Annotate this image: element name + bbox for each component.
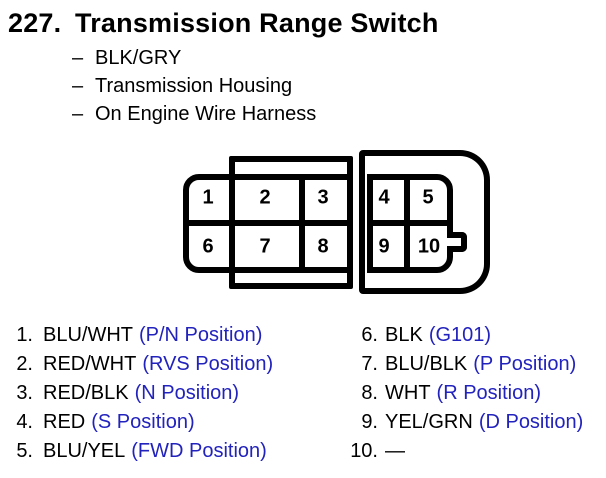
- wire-color: BLU/YEL: [43, 440, 126, 462]
- wire-color: WHT: [385, 382, 431, 404]
- pin-cell-4: 4: [378, 186, 390, 209]
- page-title: Transmission Range Switch: [75, 8, 439, 38]
- connector-notes: – BLK/GRY – Transmission Housing – On En…: [72, 44, 316, 128]
- pin-legend-right: 6. BLK (G101) 7. BLU/BLK (P Position) 8.…: [343, 321, 583, 466]
- pin-entry: 6. BLK (G101): [343, 321, 583, 350]
- pin-number: 3.: [16, 382, 33, 404]
- note-row: – On Engine Wire Harness: [72, 100, 316, 128]
- pin-number: 9.: [361, 411, 378, 433]
- pin-number: 7.: [361, 353, 378, 375]
- pin-position: (D Position): [478, 411, 584, 433]
- note-row: – BLK/GRY: [72, 44, 316, 72]
- wire-color: —: [385, 440, 405, 462]
- pin-cell-6: 6: [202, 235, 214, 258]
- pin-legend-left: 1. BLU/WHT (P/N Position) 2. RED/WHT (RV…: [15, 321, 273, 466]
- pin-cell-7: 7: [259, 235, 271, 258]
- wire-color: BLU/BLK: [385, 353, 468, 375]
- pin-number: 1.: [16, 324, 33, 346]
- note-text: Transmission Housing: [95, 75, 293, 97]
- pin-position: (FWD Position): [131, 440, 267, 462]
- connector-lock-tab: [447, 232, 467, 252]
- note-text: BLK/GRY: [95, 47, 182, 69]
- pin-position: (P/N Position): [139, 324, 263, 346]
- pin-entry: 2. RED/WHT (RVS Position): [15, 350, 273, 379]
- figure-number: 227.: [8, 8, 62, 38]
- pin-position: (R Position): [436, 382, 542, 404]
- pin-cell-1: 1: [202, 186, 214, 209]
- pin-entry: 9. YEL/GRN (D Position): [343, 408, 583, 437]
- pin-entry: 3. RED/BLK (N Position): [15, 379, 273, 408]
- wire-color: YEL/GRN: [385, 411, 473, 433]
- pin-cell-3: 3: [317, 186, 329, 209]
- pin-number: 8.: [361, 382, 378, 404]
- figure-title-row: 227. Transmission Range Switch: [8, 8, 439, 39]
- dash-bullet-icon: –: [72, 103, 84, 125]
- pin-cell-2: 2: [259, 186, 271, 209]
- pin-position: (P Position): [473, 353, 577, 375]
- pin-entry: 5. BLU/YEL (FWD Position): [15, 437, 273, 466]
- pin-entry: 7. BLU/BLK (P Position): [343, 350, 583, 379]
- pin-number: 10.: [350, 440, 378, 462]
- pin-entry: 4. RED (S Position): [15, 408, 273, 437]
- wire-color: BLU/WHT: [43, 324, 133, 346]
- dash-bullet-icon: –: [72, 47, 84, 69]
- wire-color: RED/WHT: [43, 353, 137, 375]
- pin-position: (S Position): [91, 411, 195, 433]
- pin-number: 6.: [361, 324, 378, 346]
- row-divider: [367, 220, 453, 226]
- row-divider: [183, 220, 353, 226]
- pin-entry: 1. BLU/WHT (P/N Position): [15, 321, 273, 350]
- pin-entry: 8. WHT (R Position): [343, 379, 583, 408]
- pin-number: 2.: [16, 353, 33, 375]
- note-row: – Transmission Housing: [72, 72, 316, 100]
- wire-color: RED/BLK: [43, 382, 129, 404]
- pin-position: (G101): [428, 324, 492, 346]
- pin-cell-8: 8: [317, 235, 329, 258]
- wire-color: BLK: [385, 324, 423, 346]
- note-text: On Engine Wire Harness: [95, 103, 317, 125]
- dash-bullet-icon: –: [72, 75, 84, 97]
- pin-number: 5.: [16, 440, 33, 462]
- pin-cell-10: 10: [417, 235, 441, 258]
- connector-outline-right: [359, 150, 490, 294]
- pin-position: (RVS Position): [142, 353, 274, 375]
- pin-cell-5: 5: [422, 186, 434, 209]
- pin-cell-9: 9: [378, 235, 390, 258]
- pin-entry: 10. —: [343, 437, 583, 466]
- pin-number: 4.: [16, 411, 33, 433]
- wire-color: RED: [43, 411, 86, 433]
- pin-position: (N Position): [134, 382, 240, 404]
